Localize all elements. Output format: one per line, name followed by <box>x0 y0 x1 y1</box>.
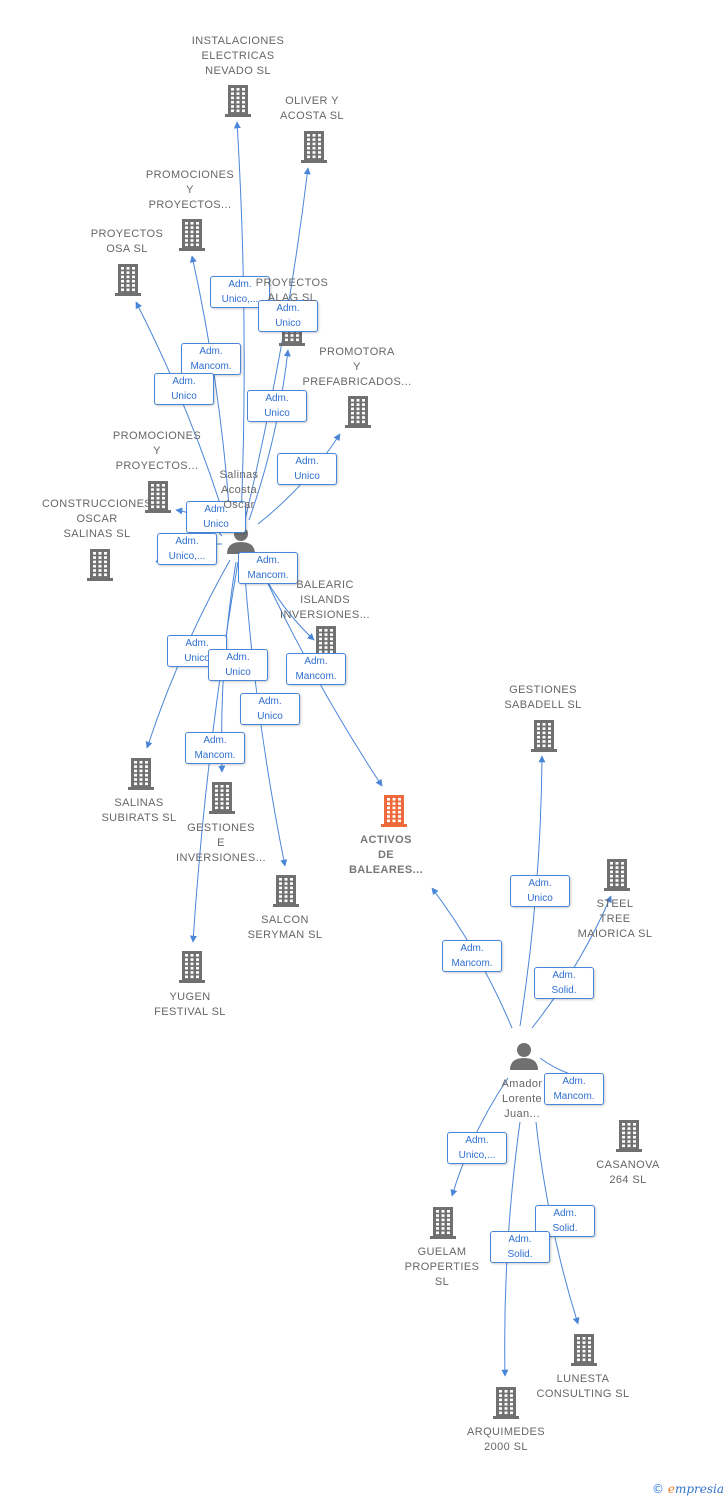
edge-label-amador-gestsab[interactable]: Adm. Unico <box>510 875 570 907</box>
edge-label-amador-lunesta[interactable]: Adm. Solid. <box>535 1205 595 1237</box>
node-label-balearic[interactable]: BALEARIC ISLANDS INVERSIONES... <box>280 579 370 621</box>
edge-label-salinas-construcciones[interactable]: Adm. Unico,... <box>157 533 217 565</box>
building-icon-instalaciones[interactable] <box>225 85 251 117</box>
node-label-steel[interactable]: STEEL TREE MAIORICA SL <box>577 898 653 940</box>
building-icon-gestsab[interactable] <box>531 720 557 752</box>
edge-salinas-instalaciones <box>233 121 245 521</box>
edge-label-salinas-proyosa[interactable]: Adm. Unico <box>154 373 214 405</box>
edge-amador-steel <box>531 895 612 1029</box>
node-label-gestinv[interactable]: GESTIONES E INVERSIONES... <box>176 822 266 864</box>
watermark: © empresia <box>652 1482 724 1496</box>
edge-label-salinas-gestinv[interactable]: Adm. Unico <box>208 649 268 681</box>
node-label-casanova[interactable]: CASANOVA 264 SL <box>596 1159 660 1186</box>
building-icon-casanova[interactable] <box>616 1120 642 1152</box>
edge-label-amador-guelam[interactable]: Adm. Unico,... <box>447 1132 507 1164</box>
edge-label-salinas-promo2[interactable]: Adm. Unico <box>186 501 246 533</box>
edge-label-salinas-balearic[interactable]: Adm. Mancom. <box>238 552 298 584</box>
edge-label-amador-steel[interactable]: Adm. Solid. <box>534 967 594 999</box>
edge-salinas-proyosa <box>135 301 227 523</box>
node-label-amador[interactable]: Amador Lorente Juan... <box>501 1078 543 1120</box>
building-icon-construcciones[interactable] <box>87 549 113 581</box>
building-icon-promo2[interactable] <box>145 481 171 513</box>
node-label-instalaciones[interactable]: INSTALACIONES ELECTRICAS NEVADO SL <box>191 35 285 77</box>
edge-label-salinas-proyalag[interactable]: Adm. Unico <box>247 390 307 422</box>
node-label-salcon[interactable]: SALCON SERYMAN SL <box>247 914 323 941</box>
building-icon-proyosa[interactable] <box>115 264 141 296</box>
edge-label-salinas-yugen[interactable]: Adm. Mancom. <box>185 732 245 764</box>
edge-label-salinas-promo1[interactable]: Adm. Mancom. <box>181 343 241 375</box>
building-icon-oliver[interactable] <box>301 131 327 163</box>
building-icon-salsub[interactable] <box>128 758 154 790</box>
node-label-arquimedes[interactable]: ARQUIMEDES 2000 SL <box>467 1426 545 1453</box>
node-label-construcciones[interactable]: CONSTRUCCIONES OSCAR SALINAS SL <box>41 498 153 540</box>
building-icon-promotora[interactable] <box>345 396 371 428</box>
building-icon-guelam[interactable] <box>430 1207 456 1239</box>
brand-name: mpresia <box>674 1482 724 1496</box>
node-label-promo2[interactable]: PROMOCIONES Y PROYECTOS... <box>112 430 202 472</box>
node-label-oliver[interactable]: OLIVER Y ACOSTA SL <box>280 95 344 122</box>
edge-label-amador-arquimedes[interactable]: Adm. Solid. <box>490 1231 550 1263</box>
building-icon-lunesta[interactable] <box>571 1334 597 1366</box>
node-label-proyalag[interactable]: PROYECTOS ALAG SL <box>255 277 329 304</box>
node-label-guelam[interactable]: GUELAM PROPERTIES SL <box>404 1246 480 1288</box>
node-label-lunesta[interactable]: LUNESTA CONSULTING SL <box>536 1373 630 1400</box>
node-label-promo1[interactable]: PROMOCIONES Y PROYECTOS... <box>145 169 235 211</box>
building-icon-steel[interactable] <box>604 859 630 891</box>
edge-label-salinas-salcon[interactable]: Adm. Unico <box>240 693 300 725</box>
node-label-gestsab[interactable]: GESTIONES SABADELL SL <box>504 684 582 711</box>
building-icon-salcon[interactable] <box>273 875 299 907</box>
node-label-salinas[interactable]: Salinas Acosta Oscar <box>219 469 259 511</box>
building-icon-activos[interactable] <box>381 795 407 827</box>
person-icon-amador[interactable] <box>510 1043 538 1070</box>
edge-salinas-promo1 <box>189 255 231 521</box>
building-icon-promo1[interactable] <box>179 219 205 251</box>
building-icon-arquimedes[interactable] <box>493 1387 519 1419</box>
node-label-salsub[interactable]: SALINAS SUBIRATS SL <box>101 797 177 824</box>
node-label-promotora[interactable]: PROMOTORA Y PREFABRICADOS... <box>302 346 412 388</box>
node-label-yugen[interactable]: YUGEN FESTIVAL SL <box>154 991 226 1018</box>
edge-label-salinas-activos[interactable]: Adm. Mancom. <box>286 653 346 685</box>
edge-label-salinas-promotora[interactable]: Adm. Unico <box>277 453 337 485</box>
edge-label-salinas-oliver[interactable]: Adm. Unico <box>258 300 318 332</box>
copyright-icon: © <box>652 1482 664 1496</box>
edge-salinas-proyalag <box>248 349 291 521</box>
brand-initial: e <box>667 1482 675 1496</box>
node-label-activos[interactable]: ACTIVOS DE BALEARES... <box>348 834 424 876</box>
edge-label-amador-casanova[interactable]: Adm. Mancom. <box>544 1073 604 1105</box>
node-label-proyosa[interactable]: PROYECTOS OSA SL <box>90 228 164 255</box>
building-icon-yugen[interactable] <box>179 951 205 983</box>
building-icon-gestinv[interactable] <box>209 782 235 814</box>
edge-label-amador-activos[interactable]: Adm. Mancom. <box>442 940 502 972</box>
